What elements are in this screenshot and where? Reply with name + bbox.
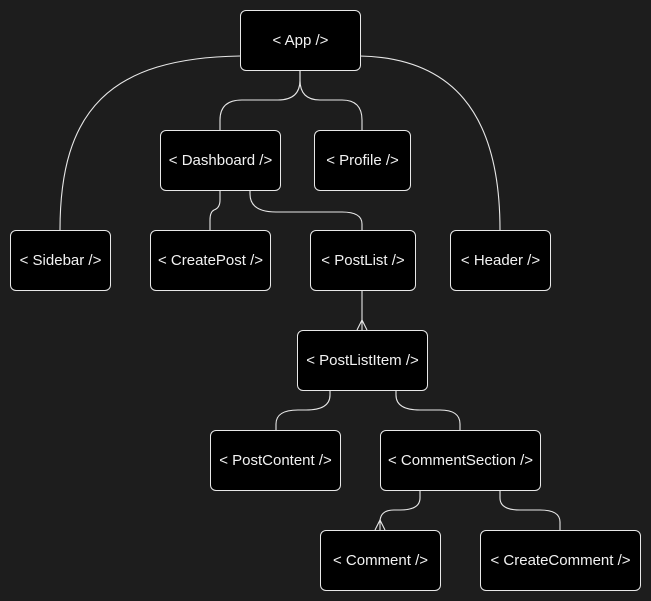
node-app[interactable]: < App /> <box>240 10 361 71</box>
node-createcomment[interactable]: < CreateComment /> <box>480 530 641 591</box>
edge-dashboard-postlist <box>249 190 363 230</box>
crow-foot-comment <box>374 518 386 531</box>
edge-app-sidebar <box>59 55 241 231</box>
node-postcontent[interactable]: < PostContent /> <box>210 430 341 491</box>
node-createpost[interactable]: < CreatePost /> <box>150 230 271 291</box>
edge-postlistitem-postcontent <box>275 391 331 430</box>
edge-app-dashboard <box>219 71 301 130</box>
edge-dashboard-createpost <box>209 190 221 230</box>
node-profile[interactable]: < Profile /> <box>314 130 411 191</box>
edge-app-profile <box>299 71 363 130</box>
node-comment[interactable]: < Comment /> <box>320 530 441 591</box>
crow-foot-postlistitem <box>356 318 368 331</box>
node-header[interactable]: < Header /> <box>450 230 551 291</box>
node-commentsection[interactable]: < CommentSection /> <box>380 430 541 491</box>
node-dashboard[interactable]: < Dashboard /> <box>160 130 281 191</box>
edge-app-header <box>359 55 501 231</box>
edge-commentsection-comment <box>379 491 421 530</box>
node-postlistitem[interactable]: < PostListItem /> <box>297 330 428 391</box>
node-postlist[interactable]: < PostList /> <box>310 230 416 291</box>
edge-postlistitem-commentsection <box>395 391 461 430</box>
edge-commentsection-createcomment <box>499 491 561 530</box>
node-sidebar[interactable]: < Sidebar /> <box>10 230 111 291</box>
